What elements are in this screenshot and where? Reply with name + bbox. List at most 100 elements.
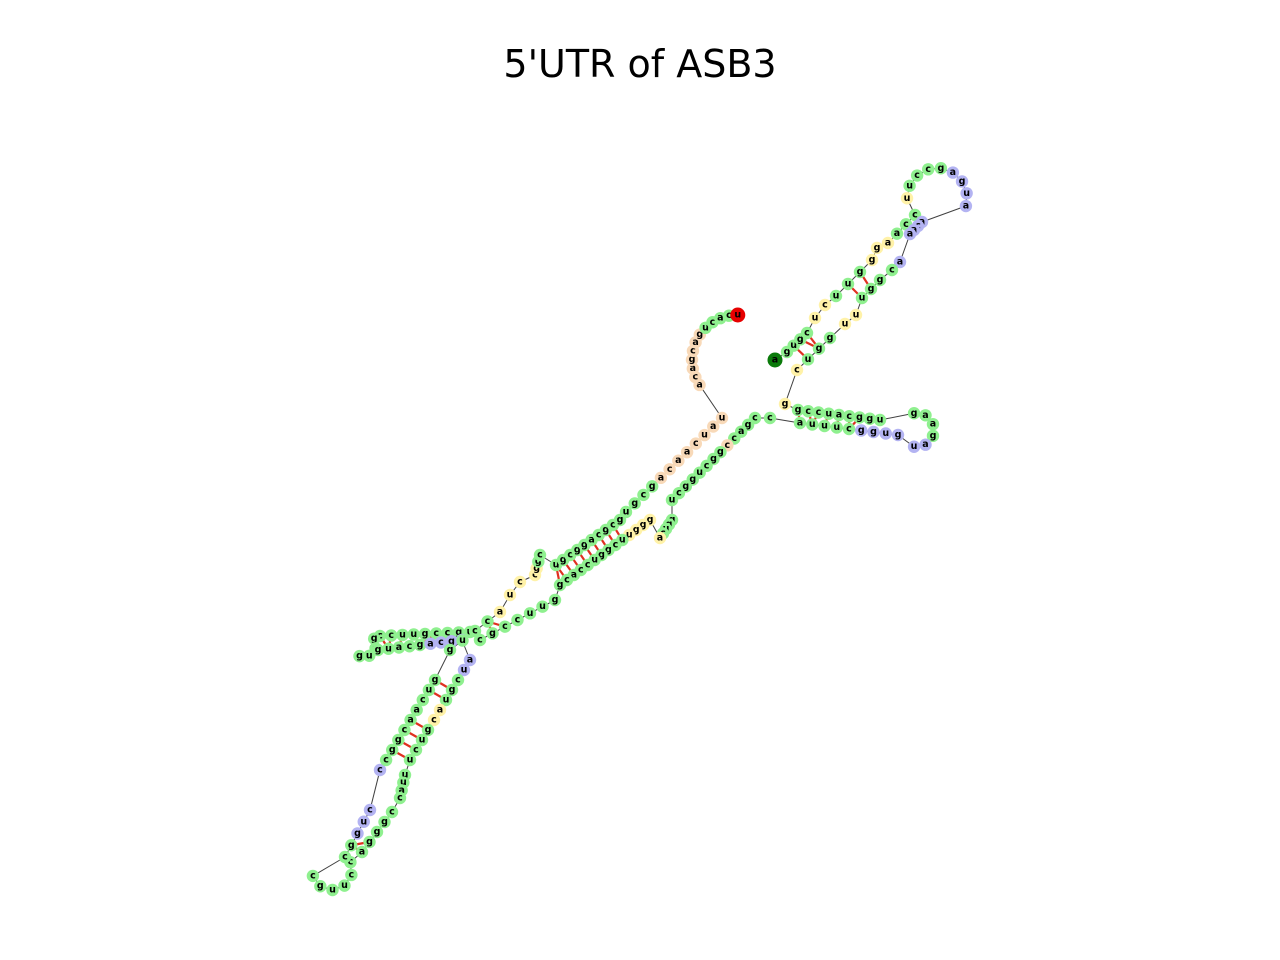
nucleotide-letter: c: [445, 628, 451, 639]
nucleotide-letter: a: [588, 535, 594, 546]
nucleotide-letter: u: [809, 419, 816, 430]
nucleotide-letter: g: [857, 267, 864, 278]
nucleotide-letter: g: [911, 408, 918, 419]
nucleotide: a: [793, 416, 807, 430]
nucleotide-letter: g: [858, 425, 865, 436]
nucleotide-circle: [498, 620, 512, 633]
nucleotide-letter: c: [804, 328, 810, 339]
nucleotide-circle: [763, 411, 777, 425]
nucleotide-circle: [351, 827, 364, 840]
nucleotide-letter: g: [689, 474, 696, 485]
nucleotide-letter: u: [833, 422, 840, 433]
nucleotide-circle: [392, 733, 405, 747]
backbone-link: [921, 205, 967, 223]
nucleotide-letter: g: [557, 580, 564, 591]
nucleotide-circle: [363, 649, 376, 662]
nucleotide-circle: [778, 397, 792, 411]
nucleotide-letter: c: [431, 715, 437, 726]
nucleotide: g: [778, 397, 792, 411]
nucleotide-letter: u: [591, 555, 598, 566]
nucleotide-letter: u: [911, 441, 918, 452]
nucleotide-letter: g: [417, 640, 424, 651]
nucleotide-circle: [345, 839, 358, 852]
nucleotide-circle: [371, 643, 385, 657]
nucleotide-circle: [853, 411, 866, 424]
nucleotide-letter: c: [389, 807, 395, 818]
nucleotide-circle: [885, 263, 899, 277]
nucleotide: u: [422, 683, 436, 697]
nucleotide-circle: [802, 405, 815, 418]
nucleotide-letter: g: [868, 284, 875, 295]
nucleotide: g: [370, 825, 384, 839]
nucleotide-letter: u: [426, 685, 433, 696]
nucleotide-letter: a: [359, 847, 365, 858]
nucleotide-letter: u: [853, 310, 860, 321]
nucleotide-circle: [407, 628, 420, 641]
nucleotide: g: [445, 683, 459, 697]
nucleotide-circle: [345, 868, 358, 882]
nucleotide-letter: a: [894, 228, 900, 239]
nucleotide: a: [653, 531, 667, 545]
nucleotide-circle: [403, 753, 417, 767]
nucleotide: a: [832, 408, 846, 422]
nucleotide: u: [523, 607, 537, 620]
backbone-link: [699, 384, 723, 419]
nucleotide-letter: u: [882, 428, 889, 439]
nucleotide: u: [403, 753, 417, 767]
nucleotide: u: [503, 588, 517, 602]
nucleotide-circle: [790, 363, 804, 377]
nucleotide: c: [842, 422, 856, 436]
nucleotide: g: [891, 428, 905, 442]
nucleotide-letter: c: [383, 755, 389, 766]
nucleotide: c: [802, 405, 815, 418]
nucleotide-circle: [493, 605, 507, 619]
nucleotide-letter: g: [782, 399, 789, 410]
nucleotide-letter: u: [360, 816, 367, 827]
nucleotide-circle: [424, 637, 437, 650]
nucleotide-circle: [873, 413, 887, 427]
nucleotide-letter: c: [846, 424, 852, 435]
nucleotide-letter: u: [619, 535, 626, 546]
nucleotide-letter: u: [702, 322, 709, 333]
nucleotide-circle: [867, 425, 880, 439]
nucleotide-letter: g: [866, 413, 873, 424]
nucleotide: g: [413, 638, 427, 652]
nucleotide: u: [396, 628, 409, 642]
nucleotide-letter: a: [696, 379, 702, 390]
nucleotide-letter: a: [497, 607, 503, 618]
nucleotide-circle: [855, 424, 868, 437]
nucleotide-letter: g: [617, 515, 624, 526]
nucleotide: g: [812, 342, 826, 355]
nucleotide-letter: u: [527, 608, 534, 619]
nucleotide-letter: u: [539, 601, 546, 612]
nucleotide: g: [645, 480, 659, 493]
nucleotide-circle: [707, 420, 720, 433]
nucleotide-letter: c: [676, 488, 682, 499]
nucleotide-letter: a: [836, 410, 842, 421]
nucleotide-circle: [385, 805, 399, 819]
nucleotide-letter: c: [455, 675, 461, 686]
nucleotide: g: [345, 839, 358, 852]
nucleotide-letter: g: [784, 347, 791, 358]
nucleotide-letter: u: [701, 430, 708, 441]
nucleotide-letter: a: [658, 472, 664, 483]
nucleotide-circle: [849, 308, 863, 322]
nucleotide-letter: g: [432, 675, 439, 686]
nucleotide: c: [338, 850, 352, 864]
nucleotide-letter: g: [605, 545, 612, 556]
nucleotide-letter: c: [377, 631, 383, 642]
nucleotide-circle: [907, 407, 921, 420]
nucleotide-circle: [900, 192, 914, 205]
nucleotide: g: [873, 273, 887, 287]
nucleotide-circle: [619, 505, 633, 519]
nucleotide-letter: g: [797, 334, 804, 345]
nucleotide: a: [926, 417, 940, 431]
nucleotide-letter: u: [696, 467, 703, 478]
nucleotide: a: [355, 845, 369, 859]
nucleotide: c: [306, 869, 320, 883]
nucleotide-circle: [392, 641, 406, 654]
nucleotide: u: [960, 187, 973, 200]
nucleotide: u: [801, 353, 815, 366]
nucleotide-letter: c: [349, 869, 355, 880]
nucleotide-letter: g: [489, 628, 496, 639]
